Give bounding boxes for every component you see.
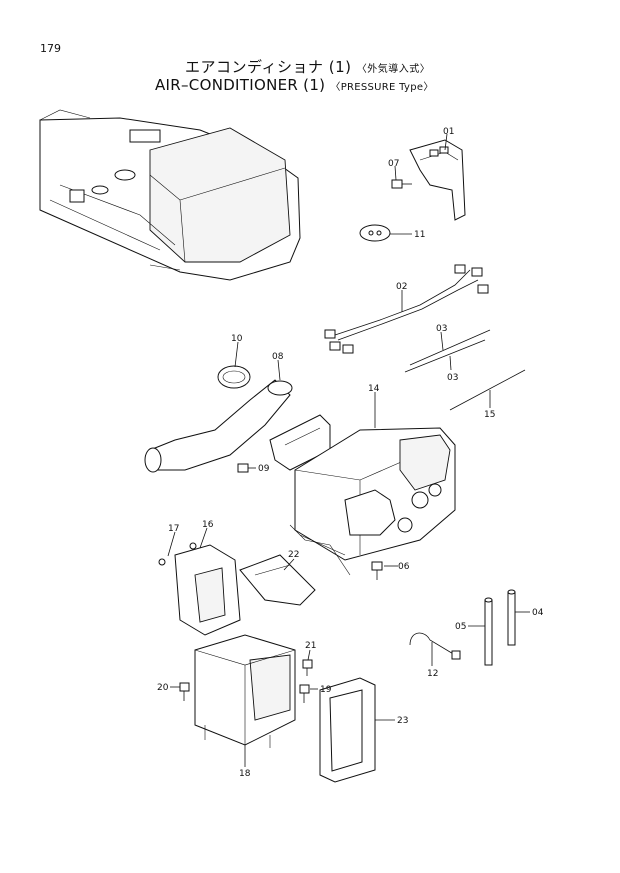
part-02-wire-harness xyxy=(324,264,489,354)
callout-14: 14 xyxy=(368,384,380,394)
title-jp-sub: 〈外気導入式〉 xyxy=(356,64,431,75)
title-english: AIR–CONDITIONER (1) 〈PRESSURE Type〉 xyxy=(155,76,434,94)
part-18-blower-case xyxy=(194,634,296,748)
part-07-screw xyxy=(391,179,412,189)
callout-06: 06 xyxy=(398,562,410,572)
part-08-duct-hose xyxy=(144,379,331,473)
part-05-pipe xyxy=(484,597,493,666)
part-17-screws xyxy=(158,542,197,566)
callout-19: 19 xyxy=(320,685,332,695)
title-jp-main: エアコンディショナ (1) xyxy=(185,58,352,76)
callout-04: 04 xyxy=(532,608,544,618)
part-09-screw xyxy=(237,463,256,473)
callout-01: 01 xyxy=(443,127,454,137)
callout-02: 02 xyxy=(396,282,407,292)
part-19-screw xyxy=(299,684,310,703)
callout-17: 17 xyxy=(168,524,179,534)
part-16-duct xyxy=(174,544,241,636)
part-14-ac-unit xyxy=(289,427,456,576)
part-04-pipe xyxy=(507,589,516,646)
page-number: 179 xyxy=(40,42,61,55)
callout-20: 20 xyxy=(157,683,169,693)
callout-10: 10 xyxy=(231,334,243,344)
title-japanese: エアコンディショナ (1) 〈外気導入式〉 xyxy=(185,56,430,77)
callout-07: 07 xyxy=(388,159,399,169)
callout-15: 15 xyxy=(484,410,495,420)
title-en-main: AIR–CONDITIONER (1) xyxy=(155,76,326,94)
part-10-hose-clamp xyxy=(217,365,251,389)
callout-12: 12 xyxy=(427,669,438,679)
callout-23: 23 xyxy=(397,716,408,726)
part-15-rod xyxy=(449,369,526,411)
part-23-filter-frame xyxy=(319,677,376,783)
callout-05: 05 xyxy=(455,622,466,632)
callout-03-lower: 03 xyxy=(447,373,458,383)
part-12-hook xyxy=(409,632,461,660)
part-20-screw xyxy=(179,682,190,701)
part-11-grommet xyxy=(359,224,391,242)
callout-03-upper: 03 xyxy=(436,324,447,334)
callout-18: 18 xyxy=(239,769,251,779)
callout-22: 22 xyxy=(288,550,299,560)
callout-08: 08 xyxy=(272,352,284,362)
callout-11: 11 xyxy=(414,230,425,240)
callout-09: 09 xyxy=(258,464,270,474)
callout-16: 16 xyxy=(202,520,214,530)
part-06-screw xyxy=(371,561,383,580)
part-03-wires xyxy=(404,329,491,373)
part-21-screw xyxy=(302,659,313,676)
part-22-filter-plate xyxy=(239,554,316,606)
part-01-control-unit xyxy=(409,139,466,221)
callout-21: 21 xyxy=(305,641,316,651)
cab-overview-drawing xyxy=(39,109,301,281)
title-en-sub: 〈PRESSURE Type〉 xyxy=(330,82,434,93)
